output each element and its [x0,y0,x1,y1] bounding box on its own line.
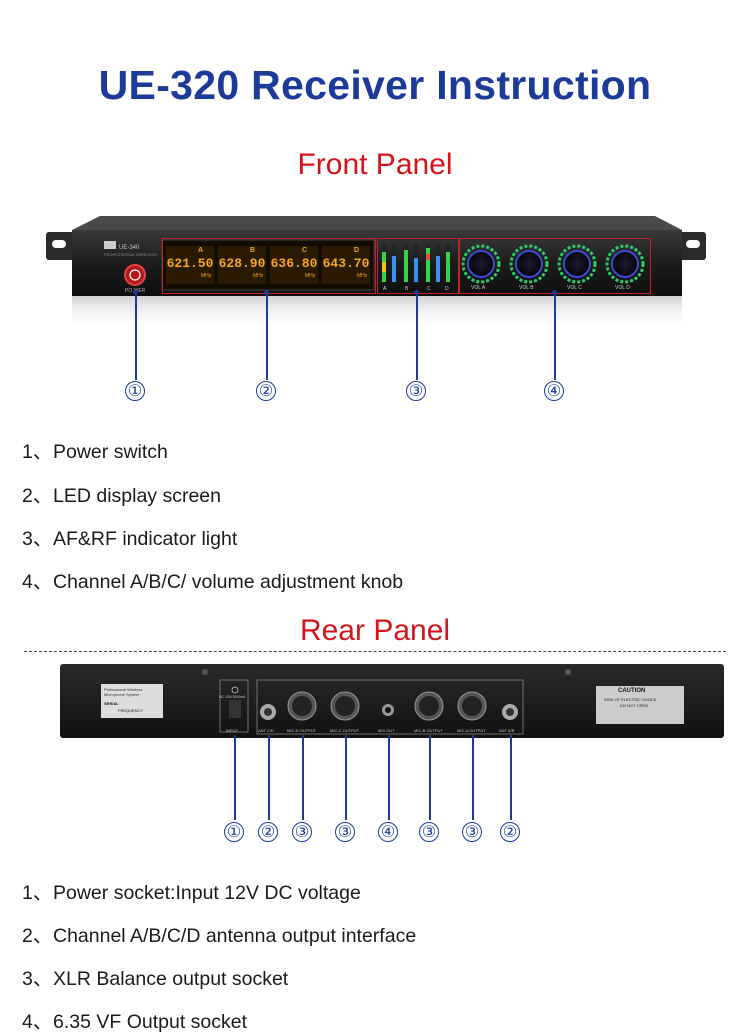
item-number: 4、 [22,1011,53,1033]
rear-leader-3c [429,735,431,820]
item-number: 4、 [22,571,53,593]
rear-callout-7: ③ [462,822,482,842]
item-text: 6.35 VF Output socket [53,1011,248,1033]
knob-label-b: VOL B [519,285,534,291]
port-label-ant-ab: ANT A/B [499,728,515,733]
port-label-input: INPUT [226,728,238,733]
front-panel-heading: Front Panel [297,148,453,181]
item-text: AF&RF indicator light [53,528,238,550]
rear-item-2: 2、Channel A/B/C/D antenna output interfa… [22,919,416,948]
svg-text:PROFESSIONAL WIRELESS: PROFESSIONAL WIRELESS [104,252,157,257]
label-plate-line1: Professional Wireless [104,687,143,692]
item-text: Power switch [53,441,168,463]
rear-leader-2b [510,735,512,820]
highlight-meters [377,238,459,294]
meter-label-a: A [383,286,387,292]
display-ch-a: 621.50 [166,256,214,271]
meter-label-d: D [445,286,449,292]
display-ch-d: 643.70 [322,256,370,271]
rear-callout-4: ③ [335,822,355,842]
display-ch-d-label: D [354,247,360,254]
knob-label-a: VOL A [471,285,486,291]
rear-callout-2: ② [258,822,278,842]
caution-line1: RISK OF ELECTRIC SHOCK [604,697,657,702]
front-callout-4: ④ [544,381,564,401]
item-number: 1、 [22,441,53,463]
label-plate-frequency: FREQUENCY [118,708,144,713]
port-label-mic-d: MIC-D OUTPUT [287,728,317,733]
display-unit-a: MHz [201,273,212,279]
rear-callout-3: ③ [292,822,312,842]
display-ch-c-label: C [302,247,308,254]
rear-item-1: 1、Power socket:Input 12V DC voltage [22,876,361,905]
dc-label: DC 12V/1000mA [219,695,246,699]
highlight-knobs [459,238,651,294]
rear-callout-8: ② [500,822,520,842]
front-item-4: 4、Channel A/B/C/ volume adjustment knob [22,565,403,594]
section-divider [24,651,726,652]
port-label-ant-cd: ANT C/D [258,728,274,733]
front-leader-4 [554,292,556,380]
item-number: 3、 [22,528,53,550]
display-unit-c: MHz [305,273,316,279]
page-title: UE-320 Receiver Instruction [98,62,652,108]
display-ch-c: 636.80 [270,256,318,271]
label-plate-serial: SERIAL [104,701,119,706]
knob-label-d: VOL D [615,285,630,291]
display-unit-d: MHz [357,273,368,279]
rear-panel-heading: Rear Panel [299,614,451,647]
port-label-mic-a: MIC-A OUTPUT [457,728,486,733]
item-number: 3、 [22,968,53,990]
item-number: 2、 [22,925,53,947]
item-text: LED display screen [53,485,221,507]
svg-text:UE-340: UE-340 [119,245,140,251]
port-label-mic-c: MIC-C OUTPUT [330,728,360,733]
rear-leader-1 [234,735,236,820]
rear-leader-2 [268,735,270,820]
front-callout-1: ① [125,381,145,401]
front-leader-2 [266,292,268,380]
item-text: Channel A/B/C/D antenna output interface [53,925,417,947]
front-leader-1 [135,292,137,380]
item-text: Power socket:Input 12V DC voltage [53,882,361,904]
meter-label-b: B [405,286,409,292]
label-plate-line2: Microphone System [104,692,140,697]
item-text: Channel A/B/C/ volume adjustment knob [53,571,404,593]
caution-title: CAUTION [618,688,646,694]
rear-leader-3d [472,735,474,820]
rear-item-3: 3、XLR Balance output socket [22,962,288,991]
front-item-1: 1、Power switch [22,435,168,464]
rear-leader-4 [388,735,390,820]
front-callout-2: ② [256,381,276,401]
rear-leader-3b [345,735,347,820]
knob-label-c: VOL C [567,285,582,291]
highlight-display [162,238,376,294]
display-ch-a-label: A [198,247,204,254]
front-item-2: 2、LED display screen [22,479,221,508]
caution-line2: DO NOT OPEN [620,703,648,708]
front-leader-3 [416,292,418,380]
port-label-mic-b: MIC-B OUTPUT [414,728,443,733]
rear-callout-1: ① [224,822,244,842]
item-number: 2、 [22,485,53,507]
item-number: 1、 [22,882,53,904]
port-label-mix-out: MIX OUT [378,728,395,733]
item-text: XLR Balance output socket [53,968,289,990]
display-unit-b: MHz [253,273,264,279]
front-item-3: 3、AF&RF indicator light [22,522,237,551]
display-ch-b-label: B [250,247,256,254]
rear-callout-6: ③ [419,822,439,842]
front-callout-3: ③ [406,381,426,401]
rear-callout-5: ④ [378,822,398,842]
rear-leader-3a [302,735,304,820]
meter-label-c: C [427,286,431,292]
rear-panel-image [0,660,750,740]
rear-item-4: 4、6.35 VF Output socket [22,1005,247,1034]
display-ch-b: 628.90 [218,256,266,271]
